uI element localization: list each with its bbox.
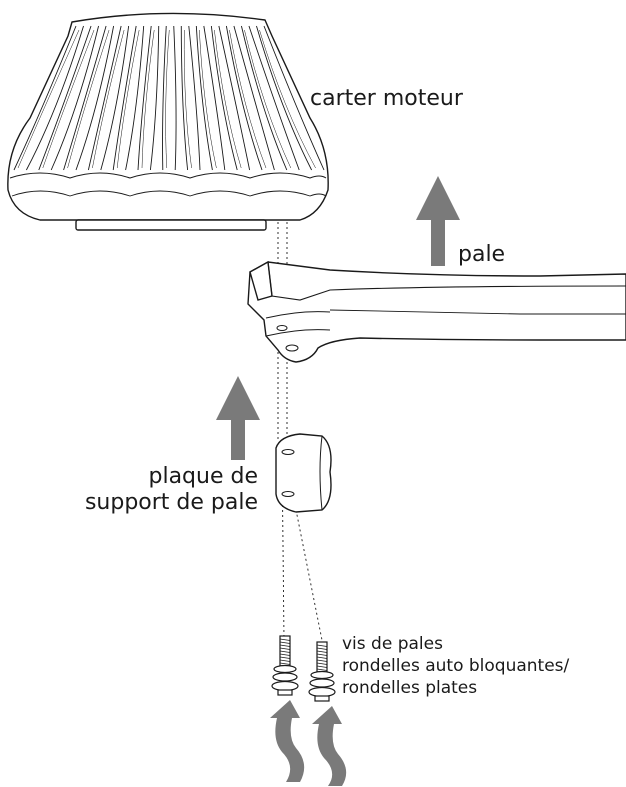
motor-housing xyxy=(7,12,329,231)
screw-right xyxy=(308,641,336,702)
bracket-label-line1: plaque de xyxy=(148,464,259,489)
blade-bracket-plate xyxy=(275,433,332,513)
blade-label: pale xyxy=(458,242,506,267)
screws-label-line2: rondelles auto bloquantes/ xyxy=(342,656,570,676)
bracket-up-arrow xyxy=(216,376,260,460)
blade-up-arrow xyxy=(416,176,460,266)
straight-arrows xyxy=(216,176,460,460)
curved-arrow-left xyxy=(270,700,305,782)
screw-left xyxy=(271,635,299,696)
blade-screws xyxy=(271,635,336,702)
blade xyxy=(247,260,626,363)
bracket-label-line2: support de pale xyxy=(84,490,258,515)
motor-housing-label: carter moteur xyxy=(310,86,463,111)
curved-arrow-right xyxy=(312,706,347,786)
screws-label-line3: rondelles plates xyxy=(342,678,478,698)
screws-label-line1: vis de pales xyxy=(342,634,443,654)
